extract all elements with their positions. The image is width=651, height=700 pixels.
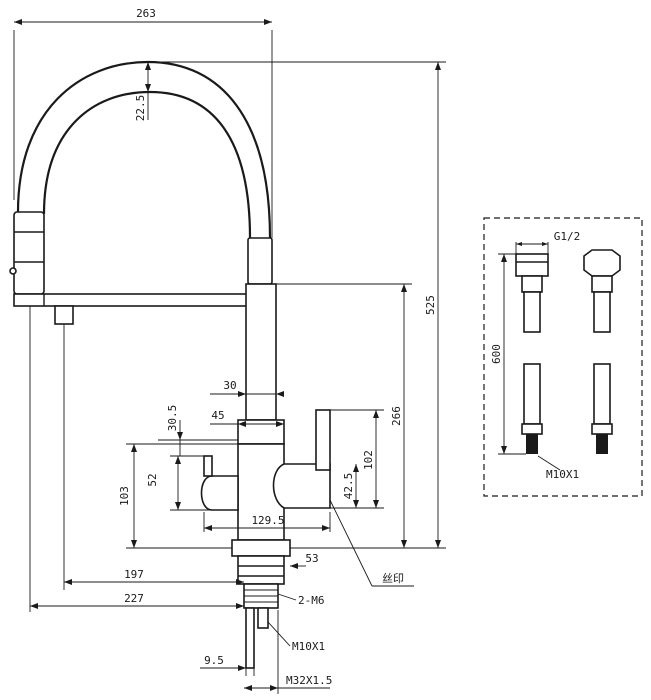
dimension-lines [13, 19, 446, 694]
dim-22-5: 22.5 [134, 95, 147, 122]
faucet-column [245, 283, 277, 421]
dim-30: 30 [223, 379, 236, 392]
spray-head [13, 211, 45, 295]
hose-right-hex-nut [583, 249, 621, 277]
hose-left-top [523, 291, 541, 333]
dim-45: 45 [211, 409, 224, 422]
hose-right-ferrule [591, 275, 613, 293]
hose-left-crimp [521, 423, 543, 435]
dim-263: 263 [136, 7, 156, 20]
dim-227: 227 [124, 592, 144, 605]
dim-102: 102 [362, 450, 375, 470]
right-lever-hub [272, 463, 331, 509]
spout-nozzle [54, 305, 74, 325]
hose-left-thread [526, 434, 538, 454]
dimension-labels: 263 22.5 525 266 30 45 30.5 102 52 103 4… [118, 7, 437, 687]
dim-30-5: 30.5 [166, 405, 179, 432]
faucet-outline [9, 60, 331, 669]
left-handle [200, 475, 239, 511]
dim-266: 266 [390, 406, 403, 426]
hose-detail: G1/2 600 M10X1 [483, 217, 643, 497]
dim-9-5: 9.5 [204, 654, 224, 667]
dim-52: 52 [146, 473, 159, 486]
hose-right-crimp [591, 423, 613, 435]
spring-collar [247, 237, 273, 285]
dim-129-5: 129.5 [251, 514, 284, 527]
label-m32x1-5: M32X1.5 [286, 674, 332, 687]
label-2-m6: 2-M6 [298, 594, 325, 607]
left-handle-stem [203, 455, 213, 477]
hose-right-thread [596, 434, 608, 454]
label-silk-print: 丝印 [382, 572, 404, 585]
hose-right-bottom [593, 363, 611, 425]
hose-left-nut [515, 253, 549, 277]
base-ring [237, 555, 285, 585]
base-flange [231, 539, 291, 557]
dim-42-5: 42.5 [342, 473, 355, 500]
dim-53: 53 [305, 552, 318, 565]
right-lever-arm [315, 409, 331, 471]
dim-103: 103 [118, 486, 131, 506]
label-m10x1-hose: M10X1 [546, 468, 579, 481]
spray-button [9, 267, 17, 275]
dim-197: 197 [124, 568, 144, 581]
hose-detail-frame [483, 217, 643, 497]
dim-525: 525 [424, 295, 437, 315]
label-600: 600 [490, 344, 503, 364]
hose-left-bottom [523, 363, 541, 425]
hose-stub [257, 607, 269, 629]
hose-right-top [593, 291, 611, 333]
spout-arm [13, 293, 273, 307]
label-g1-2: G1/2 [554, 230, 581, 243]
mounting-stud [245, 607, 255, 669]
label-m10x1-main: M10X1 [292, 640, 325, 653]
hose-left-ferrule [521, 275, 543, 293]
